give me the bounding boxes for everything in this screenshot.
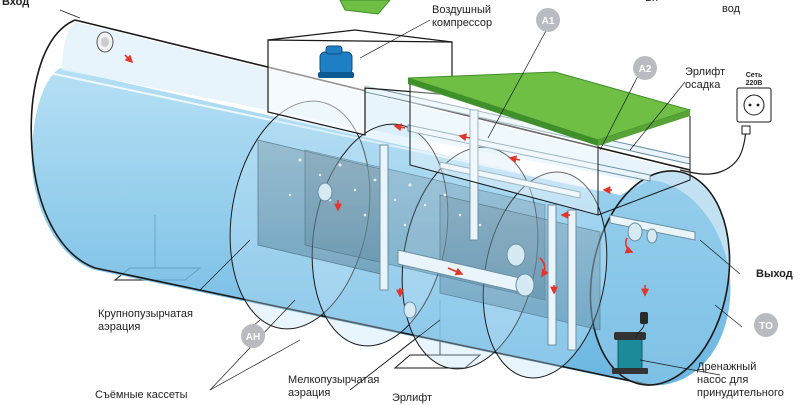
socket-label-1: Сеть (746, 72, 763, 79)
top-right-label-2: Вх (645, 0, 658, 5)
power-socket: Сеть 220В (679, 72, 772, 175)
drain-pump-label-1: Дренажный (697, 361, 757, 373)
drain-pump (612, 312, 648, 374)
badge-a1-label: A1 (542, 16, 555, 27)
badge-a2: A2 (633, 56, 657, 80)
compressor-label-1: Воздушный (432, 4, 492, 16)
badge-to: TO (754, 313, 778, 337)
badge-to-label: TO (759, 321, 773, 332)
inlet-label: Вход (2, 0, 30, 8)
airlift-pipe (547, 204, 557, 346)
top-right-label-1: вод (722, 3, 741, 15)
lid-top-left (339, 0, 391, 15)
badge-ah-label: AH (246, 332, 260, 343)
power-cable (679, 129, 747, 175)
green-lids (339, 0, 692, 216)
aeration-bubbles (288, 158, 482, 227)
badge-a1: A1 (536, 8, 560, 32)
drain-pump-label-3: принудительного (697, 387, 784, 399)
removable-cassettes-label: Съёмные кассеты (95, 389, 188, 401)
badge-a2-label: A2 (639, 64, 652, 75)
coarse-aeration-label-2: аэрация (98, 321, 141, 333)
badge-ah: AH (241, 324, 265, 348)
compressor-housing (267, 29, 453, 136)
fine-aeration-label-2: аэрация (288, 387, 331, 399)
socket-label-2: 220В (746, 80, 763, 87)
flow-arrows (124, 54, 649, 298)
compressor-unit (318, 45, 354, 78)
airlift-bottom-label: Эрлифт (392, 392, 433, 404)
pipes (317, 85, 696, 351)
coarse-aeration-label-1: Крупнопузырчатая (98, 308, 193, 320)
outlet-pipe (609, 214, 696, 241)
airlift-sediment-label-2: осадка (685, 79, 721, 91)
compressor-label-2: компрессор (432, 17, 493, 29)
inlet-fitting (96, 31, 114, 53)
drain-pump-label-2: насос для (697, 374, 749, 386)
outlet-label: Выход (756, 268, 793, 280)
fine-aeration-label-1: Мелкопузырчатая (288, 374, 380, 386)
airlift-sediment-label-1: Эрлифт (685, 66, 726, 78)
